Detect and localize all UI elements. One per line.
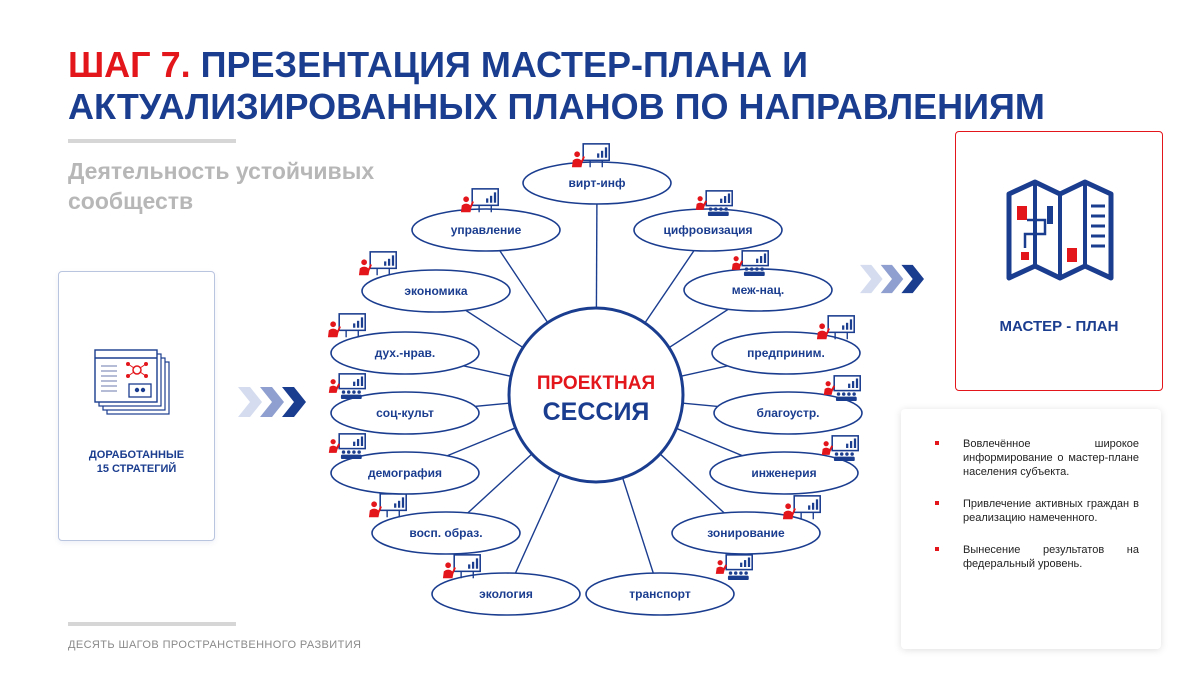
subtitle: Деятельность устойчивых сообществ — [68, 158, 375, 214]
node-ellipse — [411, 208, 561, 252]
folded-map-icon — [1006, 179, 1114, 281]
audience-presentation-icon — [715, 554, 753, 580]
presentation-icon — [782, 495, 821, 521]
node-label: дух.-нрав. — [375, 346, 436, 360]
title-line-1: ПРЕЗЕНТАЦИЯ МАСТЕР-ПЛАНА И — [200, 44, 809, 85]
direction-node: управление — [411, 188, 561, 252]
node-label: демография — [368, 466, 442, 480]
direction-node: демография — [328, 433, 480, 495]
bullet-marker — [935, 547, 939, 551]
direction-node: дух.-нрав. — [327, 313, 480, 375]
strategies-card: ДОРАБОТАННЫЕ 15 СТРАТЕГИЙ — [58, 271, 215, 541]
outcomes-card: Вовлечённое широкое информирование о мас… — [901, 409, 1161, 649]
presentation-icon — [327, 313, 366, 339]
node-ellipse — [713, 391, 863, 435]
presentation-icon — [368, 493, 407, 519]
chevrons-right-icon — [860, 264, 924, 294]
divider-bottom — [68, 622, 236, 626]
node-label: транспорт — [629, 587, 691, 601]
hub-title-line1: ПРОЕКТНАЯ — [537, 373, 655, 394]
audience-presentation-icon — [328, 373, 366, 399]
node-ellipse — [711, 331, 861, 375]
node-ellipse — [371, 511, 521, 555]
node-label: предприним. — [747, 346, 825, 360]
node-label: цифровизация — [664, 223, 753, 237]
list-item: Вовлечённое широкое информирование о мас… — [929, 437, 1139, 479]
direction-node: предприним. — [711, 315, 861, 375]
chevrons-right-icon — [238, 387, 306, 417]
presentation-icon — [816, 315, 855, 341]
step-number: ШАГ 7. — [68, 44, 191, 85]
presentation-icon — [358, 251, 397, 277]
node-ellipse — [431, 572, 581, 616]
node-ellipse — [361, 269, 511, 313]
direction-node: соц-культ — [328, 373, 480, 435]
session-hub-circle — [507, 306, 685, 484]
node-label: благоустр. — [756, 406, 819, 420]
direction-node: инженерия — [709, 435, 859, 495]
node-label: восп. образ. — [409, 526, 482, 540]
direction-node: восп. образ. — [368, 493, 521, 555]
node-ellipse — [330, 391, 480, 435]
node-label: меж-нац. — [732, 283, 785, 297]
node-ellipse — [585, 572, 735, 616]
node-label: вирт-инф — [569, 176, 626, 190]
audience-presentation-icon — [328, 433, 366, 459]
node-ellipse — [633, 208, 783, 252]
bullet-marker — [935, 441, 939, 445]
node-ellipse — [709, 451, 859, 495]
direction-node: транспорт — [585, 554, 753, 616]
node-ellipse — [330, 451, 480, 495]
node-label: экономика — [404, 284, 467, 298]
page-title: ШАГ 7. ПРЕЗЕНТАЦИЯ МАСТЕР-ПЛАНА И АКТУАЛ… — [68, 44, 1168, 128]
documents-stack-icon — [94, 349, 170, 415]
direction-node: экономика — [358, 251, 511, 313]
direction-node: благоустр. — [713, 375, 863, 435]
hub-title-line2: СЕССИЯ — [543, 398, 650, 426]
node-label: экология — [479, 587, 533, 601]
outcomes-list: Вовлечённое широкое информирование о мас… — [901, 409, 1161, 571]
list-item: Привлечение активных граждан в реализаци… — [929, 497, 1139, 525]
node-label: зонирование — [707, 526, 785, 540]
footer-caption: ДЕСЯТЬ ШАГОВ ПРОСТРАНСТВЕННОГО РАЗВИТИЯ — [68, 639, 362, 651]
title-line-2: АКТУАЛИЗИРОВАННЫХ ПЛАНОВ ПО НАПРАВЛЕНИЯМ — [68, 86, 1045, 127]
node-label: соц-культ — [376, 406, 434, 420]
direction-node: вирт-инф — [522, 143, 672, 205]
node-ellipse — [522, 161, 672, 205]
master-plan-card: МАСТЕР - ПЛАН — [955, 131, 1163, 391]
node-ellipse — [330, 331, 480, 375]
divider-top — [68, 139, 236, 143]
master-plan-label: МАСТЕР - ПЛАН — [999, 318, 1119, 335]
node-ellipse — [671, 511, 821, 555]
direction-node: зонирование — [671, 495, 821, 555]
strategies-caption: ДОРАБОТАННЫЕ 15 СТРАТЕГИЙ — [88, 449, 185, 475]
node-label: управление — [451, 223, 522, 237]
direction-node: экология — [431, 554, 581, 616]
direction-node: меж-нац. — [683, 250, 833, 312]
list-item: Вынесение результатов на федеральный уро… — [929, 543, 1139, 571]
bullet-marker — [935, 501, 939, 505]
node-label: инженерия — [751, 466, 816, 480]
direction-node: цифровизация — [633, 190, 783, 252]
